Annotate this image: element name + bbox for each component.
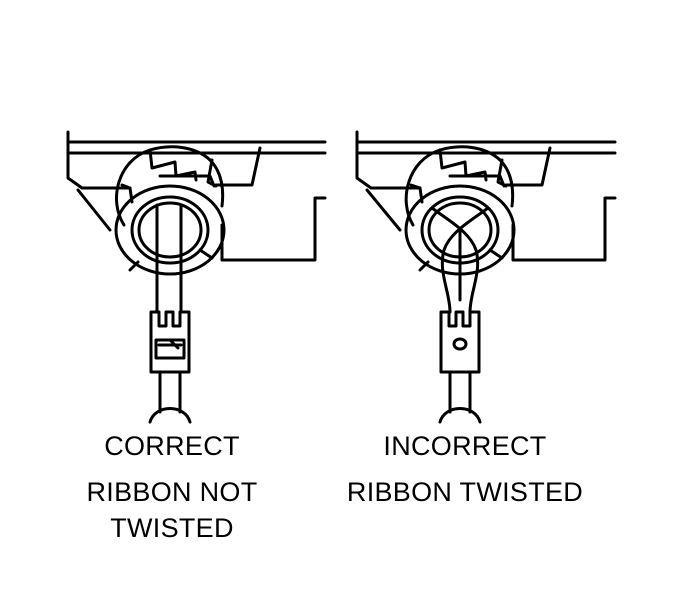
left-connector: [149, 310, 191, 374]
caption-incorrect: INCORRECT RIBBON TWISTED: [330, 428, 600, 510]
right-ribbon-twisted: [430, 206, 490, 314]
left-wire: [148, 370, 192, 424]
caption-correct-line-3: TWISTED: [110, 513, 234, 543]
correct-illustration: [66, 130, 327, 424]
caption-correct-line-1: CORRECT: [104, 431, 240, 461]
caption-incorrect-line-2: RIBBON TWISTED: [346, 477, 584, 507]
caption-incorrect-line-1: INCORRECT: [383, 431, 547, 461]
left-ribbon: [155, 203, 183, 314]
caption-correct: CORRECT RIBBON NOT TWISTED: [62, 428, 282, 546]
caption-correct-line-2: RIBBON NOT: [86, 477, 258, 507]
left-clockspring: [114, 145, 226, 276]
right-connector: [439, 310, 481, 374]
right-wire: [438, 370, 482, 424]
incorrect-illustration: [355, 130, 617, 424]
